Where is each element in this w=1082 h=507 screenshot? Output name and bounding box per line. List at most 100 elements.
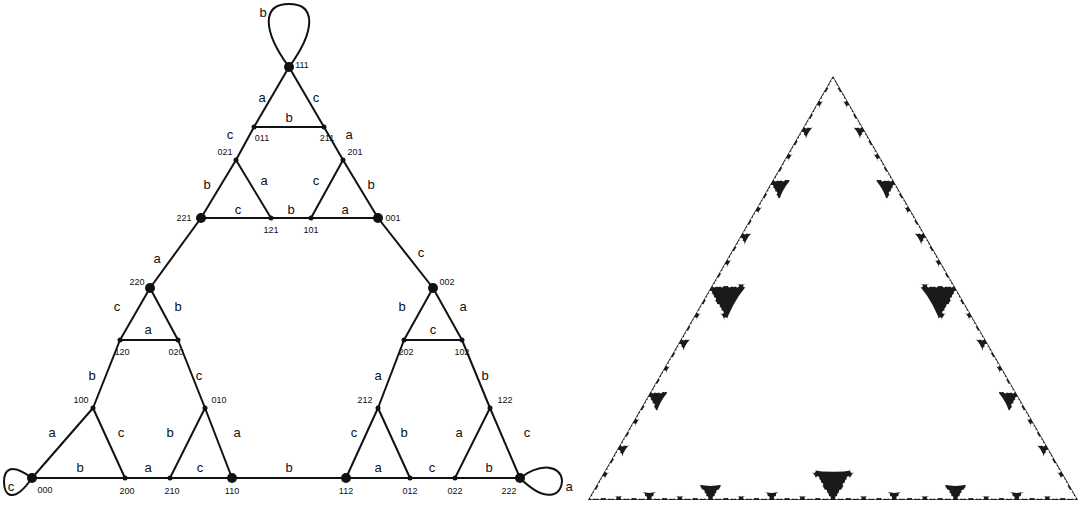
fractal-hole xyxy=(984,450,988,454)
fractal-hole xyxy=(759,483,763,487)
fractal-hole xyxy=(736,284,740,288)
fractal-hole xyxy=(961,489,965,493)
fractal-hole xyxy=(716,277,720,281)
fractal-hole xyxy=(873,178,877,182)
edge-label: b xyxy=(481,368,488,383)
fractal-hole xyxy=(973,324,977,328)
fractal-hole xyxy=(797,284,801,288)
fractal-hole xyxy=(804,456,808,460)
fractal-hole xyxy=(935,284,939,288)
fractal-hole xyxy=(835,178,839,182)
vertex-label: 222 xyxy=(501,486,516,496)
vertex-label: 102 xyxy=(454,347,469,357)
fractal-hole xyxy=(774,417,778,421)
fractal-hole xyxy=(636,443,640,447)
fractal-hole xyxy=(697,377,701,381)
fractal-hole xyxy=(919,244,923,248)
fractal-hole xyxy=(973,377,977,381)
edge-label: b xyxy=(285,460,292,475)
fractal-hole xyxy=(866,496,870,500)
fractal-hole xyxy=(667,443,671,447)
fractal-hole xyxy=(785,158,789,162)
fractal-hole xyxy=(785,476,789,480)
fractal-hole xyxy=(766,390,770,394)
fractal-hole xyxy=(866,231,870,235)
fractal-hole xyxy=(776,161,889,274)
fractal-hole xyxy=(743,470,747,474)
fractal-hole xyxy=(958,496,962,500)
fractal-hole xyxy=(701,330,705,334)
fractal-hole xyxy=(820,112,824,116)
fractal-hole xyxy=(843,483,847,487)
fractal-hole xyxy=(965,311,969,315)
fractal-hole xyxy=(881,284,885,288)
fractal-hole xyxy=(736,337,740,341)
fractal-hole xyxy=(1007,489,1011,493)
fractal-hole xyxy=(644,496,648,500)
fractal-hole xyxy=(870,463,874,467)
fractal-hole xyxy=(900,224,904,228)
fractal-hole xyxy=(766,417,770,421)
fractal-hole xyxy=(892,397,896,401)
fractal-hole xyxy=(996,364,1000,368)
fractal-hole xyxy=(816,264,820,268)
edge-label: b xyxy=(287,202,294,217)
vertex-label: 011 xyxy=(255,133,269,143)
fractal-hole xyxy=(843,125,847,129)
fractal-hole xyxy=(1007,383,1011,387)
fractal-hole xyxy=(935,364,939,368)
fractal-hole xyxy=(1034,496,1038,500)
fractal-hole xyxy=(850,470,854,474)
vertex-label: 202 xyxy=(398,347,413,357)
fractal-hole xyxy=(651,403,655,407)
fractal-hole xyxy=(961,304,965,308)
fractal-hole xyxy=(992,463,996,467)
fractal-hole xyxy=(793,436,797,440)
fractal-hole xyxy=(889,417,893,421)
fractal-hole xyxy=(873,284,877,288)
fractal-hole xyxy=(946,383,950,387)
fractal-hole xyxy=(812,483,816,487)
graph-edge xyxy=(404,339,462,341)
fractal-hole xyxy=(605,470,609,474)
fractal-hole xyxy=(984,344,988,348)
fractal-hole xyxy=(651,496,655,500)
fractal-hole xyxy=(866,138,870,142)
fractal-hole xyxy=(751,430,755,434)
fractal-hole xyxy=(674,443,678,447)
fractal-hole xyxy=(927,496,931,500)
fractal-hole xyxy=(988,496,992,500)
fractal-hole xyxy=(804,284,808,288)
fractal-hole xyxy=(858,244,862,248)
fractal-hole xyxy=(812,496,816,500)
edge-label: c xyxy=(8,479,15,494)
fractal-hole xyxy=(935,483,939,487)
fractal-hole xyxy=(835,99,839,103)
fractal-hole xyxy=(751,284,755,288)
fractal-hole xyxy=(927,244,931,248)
fractal-hole xyxy=(816,158,820,162)
vertex-label: 210 xyxy=(164,486,179,496)
fractal-hole xyxy=(728,483,732,487)
fractal-hole xyxy=(682,456,686,460)
fractal-hole xyxy=(870,277,874,281)
fractal-hole xyxy=(981,350,985,354)
fractal-hole xyxy=(900,277,904,281)
fractal-hole xyxy=(789,443,793,447)
graph-vertex xyxy=(515,473,525,483)
fractal-hole xyxy=(682,390,686,394)
fractal-hole xyxy=(988,456,992,460)
edge-label: c xyxy=(430,322,437,337)
fractal-hole xyxy=(590,496,594,500)
fractal-hole xyxy=(801,132,805,136)
fractal-hole xyxy=(912,430,916,434)
fractal-hole xyxy=(820,496,824,500)
fractal-hole xyxy=(778,489,782,493)
fractal-hole xyxy=(950,496,954,500)
fractal-hole xyxy=(981,496,985,500)
fractal-hole xyxy=(938,370,942,374)
fractal-hole xyxy=(720,390,724,394)
fractal-hole xyxy=(781,483,785,487)
fractal-hole xyxy=(854,489,858,493)
fractal-hole xyxy=(908,476,912,480)
